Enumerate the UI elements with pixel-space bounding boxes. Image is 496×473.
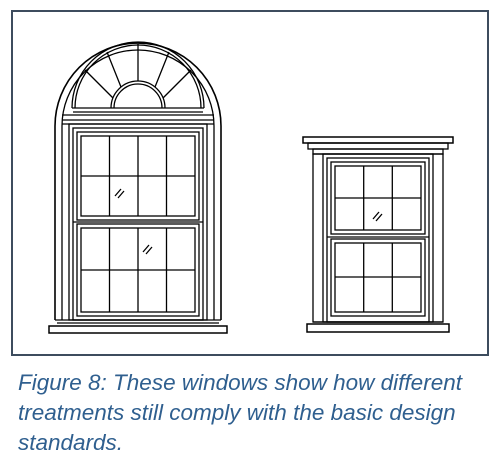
- flat-lower-sash: [330, 238, 426, 317]
- upper-sash: [76, 131, 200, 221]
- cornice-head: [302, 136, 454, 155]
- lower-sash: [76, 223, 200, 317]
- flat-upper-sash: [330, 161, 426, 235]
- flat-head-double-hung-window: [302, 136, 454, 333]
- arched-double-hung-window: [48, 41, 228, 334]
- window-illustration: [48, 41, 454, 334]
- fanlight: [71, 41, 205, 113]
- flat-window-sill: [306, 323, 450, 333]
- arch-casing-outer: [54, 42, 222, 320]
- figure-frame: [11, 10, 489, 356]
- arched-window-sill: [48, 325, 228, 334]
- figure-caption: Figure 8: These windows show how differe…: [18, 370, 462, 455]
